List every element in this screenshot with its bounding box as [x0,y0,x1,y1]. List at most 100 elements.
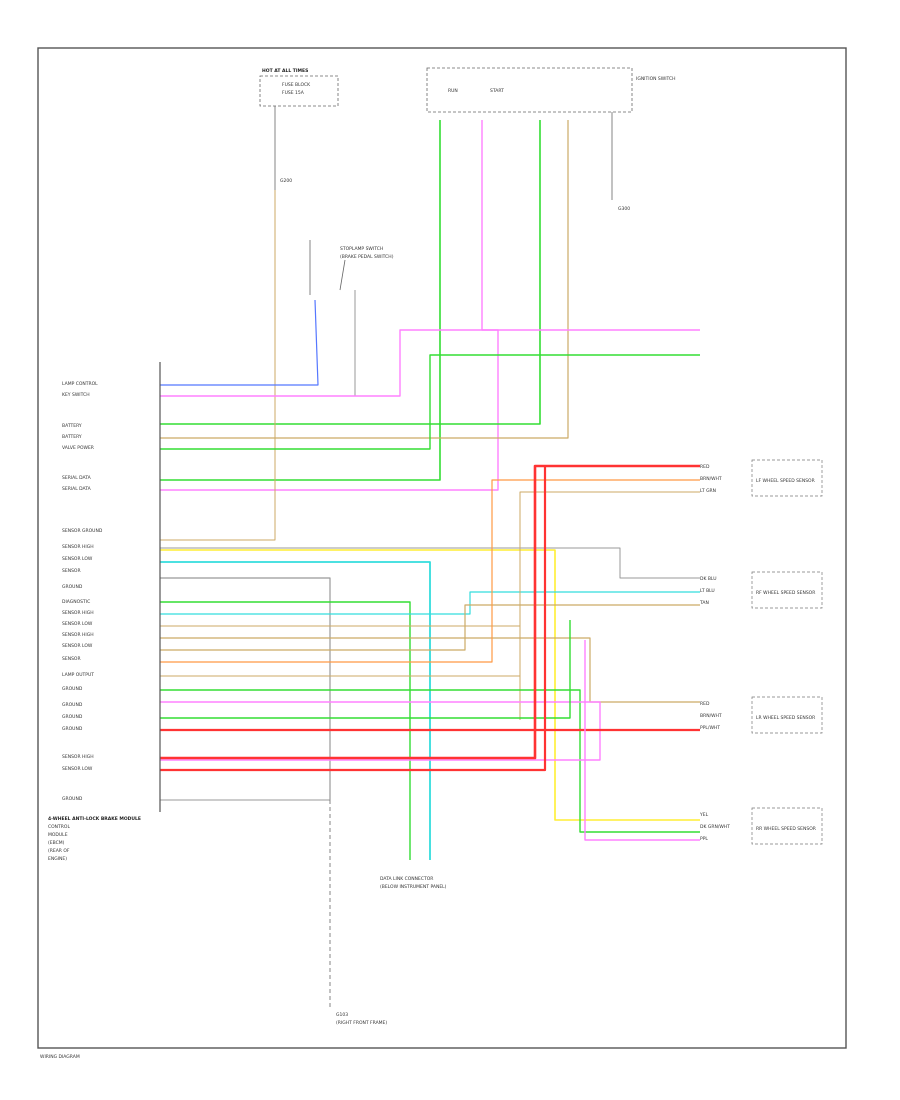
stoplamp-sub: (BRAKE PEDAL SWITCH) [340,254,394,260]
sensor-box [751,807,823,845]
module-pin-label: SENSOR [62,656,81,662]
module-pin-labels: LAMP CONTROL KEY SWITCH BATTERY BATTERY VALV… [62,381,103,802]
sensor-box [751,571,823,609]
wire [160,591,700,615]
wire [160,120,569,439]
module-pin-label: SENSOR LOW [62,643,93,649]
ignition-switch: RUN START IGNITION SWITCH G300 [426,67,676,212]
wire [160,577,331,800]
sensor-label: RR WHEEL SPEED SENSOR [756,826,816,832]
sensor-wire-label: TAN [699,600,709,606]
module-pin-label: KEY SWITCH [62,392,90,398]
module-pin-label: GROUND [62,584,83,590]
fuse-block-fuse: FUSE 15A [282,90,305,96]
module-pin-label: GROUND [62,714,83,720]
module-pin-label: GROUND [62,702,83,708]
fuse-ground-label: G200 [280,178,292,184]
module-pin-label: GROUND [62,726,83,732]
abs-module: LAMP CONTROL KEY SWITCH BATTERY BATTERY VALV… [48,362,161,862]
sensor-wire-label: RED [700,701,710,707]
sensor-label: LF WHEEL SPEED SENSOR [756,478,815,484]
data-link-connector: DATA LINK CONNECTOR (BELOW INSTRUMENT PA… [380,876,447,890]
sensor-wire-label: BRN/WHT [700,476,722,482]
module-pin-label: SERIAL DATA [62,486,92,492]
ign-switch-label: IGNITION SWITCH [636,76,676,82]
module-label-line: MODULE [48,832,68,838]
bottom-ground: G103 (RIGHT FRONT FRAME) [329,800,387,1026]
wire [160,290,356,397]
wheel-speed-sensors: LF WHEEL SPEED SENSOR RED BRN/WHT LT GRN RF … [699,459,823,845]
sensor-box [751,696,823,734]
module-pin-label: DIAGNOSTIC [62,599,90,605]
ign-ground-label: G300 [618,206,630,212]
dlc-sub: (BELOW INSTRUMENT PANEL) [380,884,447,890]
wire [160,689,700,833]
stoplamp-switch: STOPLAMP SWITCH (BRAKE PEDAL SWITCH) [309,240,394,295]
fuse-block: HOT AT ALL TIMES FUSE BLOCK FUSE 15A G20… [259,68,339,190]
module-pin-label: LAMP CONTROL [62,381,98,387]
sensor-wire-label: DK BLU [700,576,717,582]
sensor-wire-label: YEL [699,812,709,818]
wire [160,464,700,760]
module-label-line: ENGINE) [48,856,67,862]
fuse-block-header: HOT AT ALL TIMES [262,68,308,74]
module-pin-label: SERIAL DATA [62,475,92,481]
module-pin-label: SENSOR [62,568,81,574]
module-pin-label: GROUND [62,686,83,692]
module-pin-label: SENSOR LOW [62,556,93,562]
ground-sub: (RIGHT FRONT FRAME) [336,1020,387,1026]
module-pin-label: SENSOR HIGH [62,632,94,638]
wire [160,547,700,579]
wire [160,354,700,450]
wire [160,120,541,425]
sensor-box [751,459,823,497]
wire [160,637,700,703]
module-label-lines: CONTROL MODULE (EBCM) (REAR OF ENGINE) [48,824,70,862]
sensor-wire-label: RED [700,464,710,470]
wire [160,549,700,821]
wire [160,561,431,860]
wire [160,329,700,397]
module-pin-label: SENSOR HIGH [62,610,94,616]
sensor-wire-label: PPL [700,836,708,842]
module-pin-label: GROUND [62,796,83,802]
sensor-label: LR WHEEL SPEED SENSOR [756,715,815,721]
wire [584,640,700,841]
module-label-line: (EBCM) [48,840,65,846]
wire [160,601,411,860]
sensor-wire-label: BRN/WHT [700,713,722,719]
ign-pos-run: RUN [448,88,458,94]
module-pin-label: SENSOR HIGH [62,754,94,760]
module-label-line: (REAR OF [48,848,70,854]
wire [160,190,276,541]
module-pin-label: VALVE POWER [62,445,94,451]
sensor-label: RF WHEEL SPEED SENSOR [756,590,815,596]
footer-code: WIRING DIAGRAM [40,1054,80,1060]
wire [160,466,547,772]
wire [160,120,499,491]
module-pin-label: SENSOR LOW [62,621,93,627]
module-pin-label: LAMP OUTPUT [62,672,94,678]
module-pin-label: SENSOR LOW [62,766,93,772]
dlc-label: DATA LINK CONNECTOR [380,876,433,882]
module-title: 4-WHEEL ANTI-LOCK BRAKE MODULE [48,816,141,822]
module-pin-label: BATTERY [62,434,82,440]
sensor-wire-label: LT BLU [700,588,715,594]
stoplamp-label: STOPLAMP SWITCH [340,246,383,252]
wire [160,491,700,677]
module-pin-label: BATTERY [62,423,82,429]
module-pin-label: SENSOR GROUND [62,528,103,534]
sensor-wire-label: PPL/WHT [700,725,720,731]
ign-pos-start: START [490,88,504,94]
wire [160,299,319,386]
sensor-wire-label: LT GRN [700,488,716,494]
wire [160,479,700,663]
wire [160,620,571,719]
module-pin-label: SENSOR HIGH [62,544,94,550]
diagram-frame [37,47,847,1049]
ground-label: G103 [336,1012,348,1018]
wire [160,604,700,651]
module-label-line: CONTROL [48,824,70,830]
sensor-wire-label: DK GRN/WHT [700,824,730,830]
